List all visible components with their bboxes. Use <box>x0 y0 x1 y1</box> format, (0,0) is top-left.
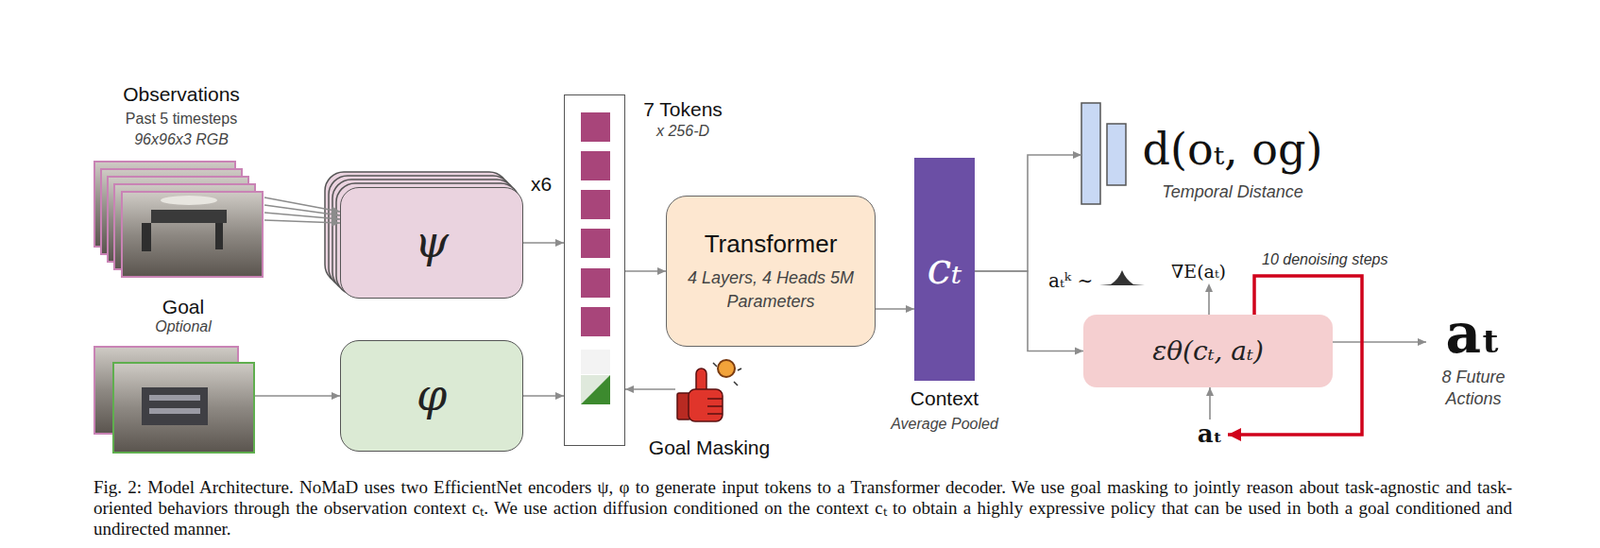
figure-caption: Fig. 2: Model Architecture. NoMaD uses t… <box>93 476 1513 540</box>
node-text: aₜ <box>1445 306 1501 361</box>
node-text: Goal <box>32 294 335 319</box>
arrow-head <box>905 305 915 313</box>
arrow-head <box>1417 338 1427 346</box>
node-text: εθ(cₜ, aₜ) <box>1152 335 1264 368</box>
goal-images <box>94 346 255 453</box>
arrow-head <box>625 385 634 393</box>
token-column: 7 Tokensx 256-D <box>563 94 626 446</box>
node-text: d(oₜ, og) <box>1081 123 1384 176</box>
arrow-head <box>1206 387 1214 396</box>
node-text: x 256-D <box>531 121 835 140</box>
node-text: cₜ <box>926 242 962 295</box>
action-input: aₜ <box>1191 419 1228 450</box>
node-text: aₜ <box>1197 419 1223 449</box>
distance-bars <box>1081 102 1126 205</box>
flow-arrow <box>625 267 666 275</box>
arrow-head <box>1227 427 1242 442</box>
arrow-head <box>1072 151 1082 159</box>
flow-arrow <box>974 151 1082 272</box>
node-text: 4 Layers, 4 Heads 5M Parameters <box>680 266 861 313</box>
gradient-arrow <box>1205 283 1213 315</box>
goal-mask-icon <box>677 359 742 422</box>
node-text: Average Pooled <box>793 414 1096 433</box>
encoder-box: φ <box>340 340 524 452</box>
node-text: φ <box>416 369 447 422</box>
flow-arrow <box>875 305 915 313</box>
arrow-head <box>1074 347 1084 356</box>
arrow-head <box>331 391 341 400</box>
flow-arrow <box>523 391 564 400</box>
encoder-box: ψ <box>340 187 524 299</box>
multiplier-label: x6 <box>530 172 552 196</box>
connector-line <box>264 212 341 220</box>
arrow-head <box>555 391 564 400</box>
node-text: Observations <box>30 82 333 106</box>
flow-arrow <box>255 391 341 400</box>
connector-line <box>974 154 1082 272</box>
output-actions: aₜ 8 Future Actions <box>1426 306 1521 425</box>
denoiser-box: εθ(cₜ, aₜ) <box>1083 314 1333 388</box>
distance-head: d(oₜ, og)Temporal Distance <box>1081 102 1126 205</box>
node-text: Optional <box>32 317 335 336</box>
flow-arrow <box>1332 338 1427 346</box>
image-stack: GoalOptional <box>94 346 256 453</box>
edge-label: 10 denoising steps <box>1261 251 1388 269</box>
flow-arrow <box>1206 387 1214 420</box>
connector-line <box>1332 340 1427 343</box>
context-vector: cₜContextAverage Pooled <box>914 157 975 381</box>
goal-mask-icon: Goal Masking <box>675 357 744 427</box>
flow-arrow <box>523 238 564 247</box>
node-text: Context <box>793 386 1096 410</box>
gaussian-symbol <box>1099 270 1145 286</box>
observation-images <box>94 161 263 277</box>
node-text: 8 Future Actions <box>1426 366 1521 411</box>
arrow-head <box>657 267 666 275</box>
connector-line <box>264 220 341 223</box>
node-text: ψ <box>414 216 449 269</box>
image-stack: ObservationsPast 5 timesteps96x96x3 RGB <box>94 161 265 279</box>
gradient-label: ∇E(aₜ) <box>1171 260 1226 282</box>
flow-arrow <box>625 385 676 393</box>
node-text: Temporal Distance <box>1081 182 1384 204</box>
arrow-head <box>331 219 341 227</box>
node-text: Transformer <box>704 229 838 259</box>
token-column <box>563 94 626 446</box>
noise-label: aₜᵏ ∼ <box>1048 269 1093 292</box>
node-text: Past 5 timesteps <box>30 109 333 128</box>
flow-arrow <box>264 197 341 227</box>
arrow-head <box>555 238 564 247</box>
node-text: 96x96x3 RGB <box>30 130 333 149</box>
transformer-box: Transformer 4 Layers, 4 Heads 5M Paramete… <box>665 195 876 347</box>
node-text: 7 Tokens <box>531 97 835 121</box>
connector-line <box>255 394 341 397</box>
node-text: Goal Masking <box>558 435 861 460</box>
